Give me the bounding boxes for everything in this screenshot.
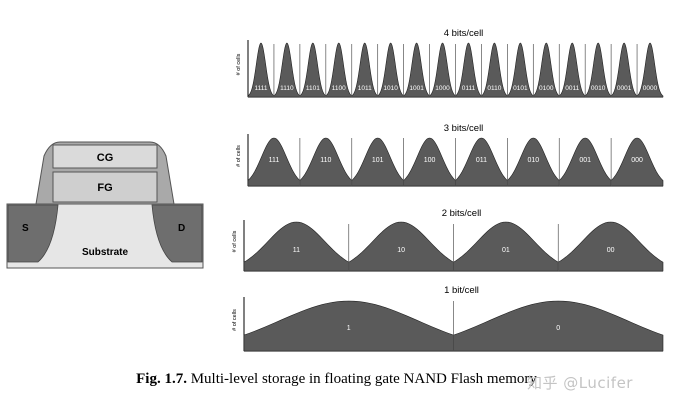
state-label: 11 <box>293 247 300 254</box>
distribution-peak <box>610 42 638 98</box>
state-label: 011 <box>476 157 487 164</box>
drain-label: D <box>178 223 185 234</box>
watermark: 知乎 @Lucifer <box>527 374 633 392</box>
state-label: 00 <box>607 247 615 254</box>
state-label: 1001 <box>409 85 424 92</box>
state-label: 0000 <box>643 85 658 92</box>
state-label: 111 <box>269 157 280 164</box>
panel-1: 4 bits/cell # of cells 1111 1110 1101 1100 101… <box>236 28 664 98</box>
distribution-peak <box>557 221 664 272</box>
state-label: 010 <box>527 157 539 164</box>
distribution-peak <box>636 42 664 98</box>
panel-title: 4 bits/cell <box>444 28 484 39</box>
state-label: 0010 <box>591 85 606 92</box>
state-label: 1000 <box>435 85 450 92</box>
state-label: 1110 <box>280 85 294 92</box>
drain-region <box>151 204 203 263</box>
state-label: 001 <box>579 157 591 164</box>
distribution-peak <box>403 42 430 98</box>
distribution-peak <box>507 137 560 187</box>
transistor-cross-section: CG FG S D Substrate <box>6 141 204 269</box>
state-label: 10 <box>397 247 405 254</box>
state-label: 1011 <box>358 85 372 92</box>
state-label: 1100 <box>332 85 346 92</box>
distribution-peak <box>243 300 454 352</box>
source-region <box>7 204 59 263</box>
state-label: 0111 <box>462 85 476 92</box>
state-label: 1010 <box>383 85 398 92</box>
state-label: 1111 <box>254 85 267 92</box>
distribution-peak <box>453 300 664 352</box>
state-label: 0001 <box>617 85 632 92</box>
distribution-peak <box>377 42 404 98</box>
floating-gate <box>52 171 158 203</box>
state-label: 101 <box>372 157 384 164</box>
panel-2: 3 bits/cell # of cells 111 110 101 100 011 010 0… <box>236 123 664 187</box>
floating-gate-label: FG <box>97 182 112 194</box>
panel-title: 1 bit/cell <box>444 285 479 296</box>
distribution-peak <box>558 137 612 187</box>
caption-text: Multi-level storage in floating gate NAN… <box>186 371 537 387</box>
control-gate <box>52 144 158 169</box>
state-label: 100 <box>424 157 436 164</box>
distribution-peak <box>299 42 327 98</box>
figure-caption: Fig. 1.7. Multi-level storage in floatin… <box>0 371 673 388</box>
distribution-peak <box>429 42 456 98</box>
distribution-peak <box>325 42 353 98</box>
state-label: 0101 <box>513 85 528 92</box>
state-label: 000 <box>631 157 643 164</box>
source-label: S <box>22 223 29 234</box>
state-label: 1101 <box>306 85 320 92</box>
state-label: 0100 <box>539 85 554 92</box>
state-label: 0 <box>556 325 560 332</box>
y-axis-label: # of cells <box>236 53 242 75</box>
substrate-label: Substrate <box>82 247 129 258</box>
distribution-peak <box>584 42 612 98</box>
distribution-peak <box>455 42 482 98</box>
distribution-peak <box>455 137 508 187</box>
y-axis-label: # of cells <box>232 309 238 331</box>
distribution-peak <box>533 42 560 98</box>
distribution-peak <box>351 137 404 187</box>
distribution-peak <box>507 42 534 98</box>
distribution-peak <box>558 42 586 98</box>
distribution-peak <box>403 137 456 187</box>
distribution-peak <box>273 42 301 98</box>
y-axis-label: # of cells <box>236 145 242 167</box>
distribution-peak <box>247 137 301 187</box>
state-label: 1 <box>347 325 351 332</box>
control-gate-label: CG <box>97 152 114 164</box>
panel-4: 1 bit/cell # of cells 1 0 <box>232 285 664 352</box>
distribution-peak <box>453 221 559 272</box>
distribution-peak <box>243 221 350 272</box>
state-label: 110 <box>320 157 331 164</box>
distribution-peak <box>481 42 508 98</box>
distribution-peak <box>351 42 378 98</box>
state-label: 01 <box>502 247 510 254</box>
y-axis-label: # of cells <box>232 230 238 252</box>
state-label: 0011 <box>565 85 579 92</box>
panel-title: 3 bits/cell <box>444 123 484 134</box>
panel-3: 2 bits/cell # of cells 11 10 01 00 <box>232 208 664 272</box>
panel-title: 2 bits/cell <box>442 208 482 219</box>
distribution-peak <box>247 42 275 98</box>
distribution-peak <box>610 137 664 187</box>
figure-number: Fig. 1.7. <box>136 371 187 387</box>
distribution-peak <box>299 137 353 187</box>
state-label: 0110 <box>487 85 501 92</box>
distribution-peak <box>348 221 454 272</box>
